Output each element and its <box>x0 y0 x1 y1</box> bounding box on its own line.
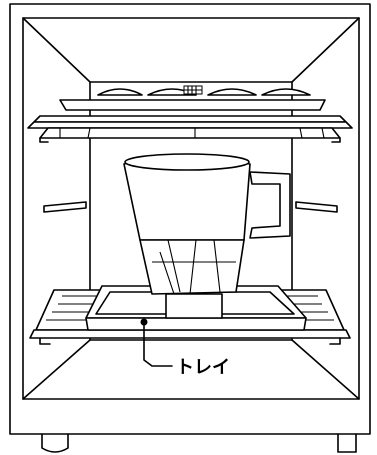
tray-label: トレイ <box>176 357 230 378</box>
grill-mark-lines <box>184 86 202 94</box>
upper-plate <box>59 85 326 111</box>
cabinet-outer-frame <box>9 3 371 435</box>
side-rails <box>43 201 338 213</box>
cabinet-feet <box>41 433 357 453</box>
oven-cavity <box>22 17 360 400</box>
mug <box>123 153 291 319</box>
tray-callout: トレイ <box>140 318 230 378</box>
upper-wire-rack <box>27 115 353 143</box>
